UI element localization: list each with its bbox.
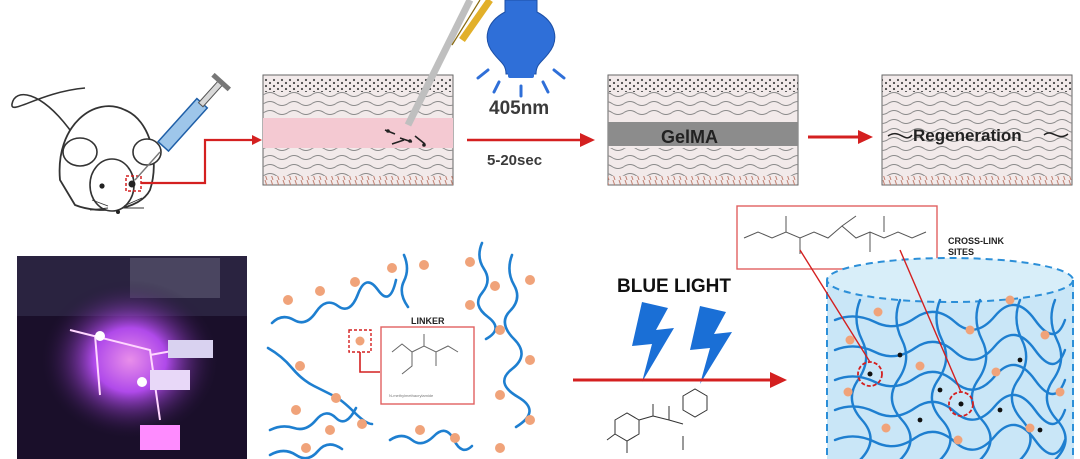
blue-light-label: BLUE LIGHT [617,276,731,297]
crosslink-nodes [897,352,1043,433]
polymer-network [266,241,531,459]
crosslinked-network [833,298,1067,459]
duration-label: 5-20sec [487,152,543,169]
crosslink-sites-label: CROSS-LINK SITES [948,236,1004,257]
tissue-panel-gelma [607,74,799,186]
crosslink-site-markers [799,249,974,417]
hydrogel-linkers [843,295,1065,445]
wound-layer [263,118,453,148]
syringe-icon [134,72,232,181]
device-photo [17,256,247,459]
linker-chemical-name: N-methylmethacrylamide [389,393,434,398]
light-bulb-icon [476,0,566,98]
linker-groups [283,257,535,453]
linker-label: LINKER [411,316,445,326]
light-probe-icon [404,0,493,127]
photoinitiator-structure [606,388,708,453]
gelma-layer [608,122,798,146]
hydrogel-cylinder [826,257,1074,459]
tissue-panel-regeneration [881,74,1073,186]
mouse-illustration [11,87,162,214]
wavelength-label: 405nm [489,98,550,119]
crosslink-structure-box [736,205,938,270]
lightning-bolt-icon [632,302,732,384]
linker-structure-box [380,326,475,405]
mouse-to-panel-arrow [141,138,252,185]
gelma-label: GelMA [661,127,719,147]
regeneration-label: Regeneration [913,126,1022,145]
